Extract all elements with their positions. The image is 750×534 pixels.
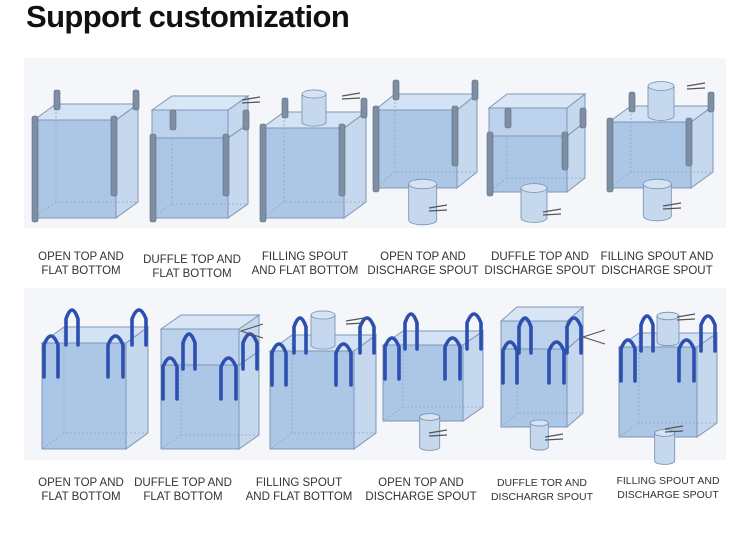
bag-filling-spout-discharge-spout-icon	[606, 81, 715, 222]
cross-loop-bag-filling-spout-discharge-spout-icon	[617, 311, 719, 465]
caption-cross-loop-open-top-discharge-spout: OPEN TOP AND DISCHARGE SPOUT	[365, 477, 477, 503]
cross-loop-bag-duffle-top-discharge-spout-icon	[499, 305, 606, 451]
cross-loop-bag-open-top-flat-bottom-icon	[40, 308, 150, 450]
caption-cross-loop-duffle-top-flat-bottom: DUFFLE TOP AND FLAT BOTTOM	[134, 477, 232, 503]
caption-cross-loop-filling-spout-discharge-spout: FILLING SPOUT AND DISCHARGE SPOUT	[616, 475, 720, 501]
bag-duffle-top-flat-bottom-icon	[149, 95, 261, 223]
caption-cross-loop-duffle-top-discharge-spout: DUFFLE TOR AND DISCHARGR SPOUT	[490, 477, 594, 503]
cross-loop-bag-duffle-top-flat-bottom-icon	[159, 314, 264, 450]
caption-cross-loop-filling-spout-flat-bottom: FILLING SPOUT AND FLAT BOTTOM	[245, 477, 353, 503]
cross-loop-bag-filling-spout-flat-bottom-icon	[268, 310, 378, 450]
caption-filling-spout-discharge-spout: FILLING SPOUT AND DISCHARGE SPOUT	[600, 251, 714, 277]
caption-duffle-top-flat-bottom: DUFFLE TOP AND FLAT BOTTOM	[143, 254, 241, 280]
page-title: Support customization	[26, 0, 350, 34]
caption-cross-loop-open-top-flat-bottom: OPEN TOP AND FLAT BOTTOM	[38, 477, 124, 503]
bag-duffle-top-discharge-spout-icon	[486, 92, 587, 223]
caption-open-top-discharge-spout: OPEN TOP AND DISCHARGE SPOUT	[367, 251, 479, 277]
cross-loop-bag-open-top-discharge-spout-icon	[381, 312, 485, 451]
bag-open-top-flat-bottom-icon	[31, 89, 140, 223]
caption-open-top-flat-bottom: OPEN TOP AND FLAT BOTTOM	[38, 251, 124, 277]
caption-filling-spout-flat-bottom: FILLING SPOUT AND FLAT BOTTOM	[251, 251, 359, 277]
bag-open-top-discharge-spout-icon	[372, 79, 479, 226]
caption-duffle-top-discharge-spout: DUFFLE TOP AND DISCHARGE SPOUT	[484, 251, 596, 277]
bag-filling-spout-flat-bottom-icon	[259, 89, 368, 223]
